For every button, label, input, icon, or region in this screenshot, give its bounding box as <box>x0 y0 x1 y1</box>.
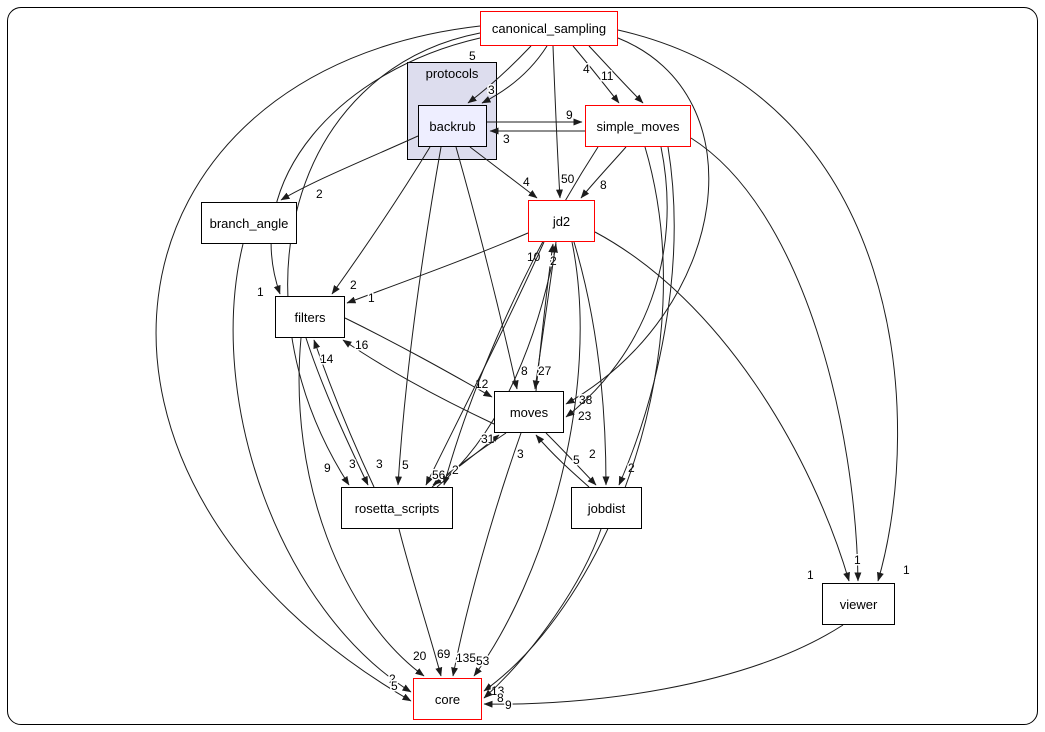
edge-filters-to-rosetta_scripts <box>305 337 369 486</box>
edge-label-jd2-to-rosetta_scripts: 5 <box>402 458 409 472</box>
edge-backrub-to-filters <box>331 146 431 295</box>
edge-moves-to-filters <box>342 339 495 425</box>
edge-simple_moves-to-rosetta_scripts <box>442 146 599 486</box>
edge-backrub-to-branch_angle <box>280 135 419 201</box>
edge-label-jd2-to-moves: 27 <box>538 364 552 378</box>
edge-viewer-to-core <box>483 624 844 708</box>
edge-label-backrub-to-jd2: 4 <box>523 175 530 189</box>
edge-canonical_sampling-to-viewer <box>617 29 899 582</box>
edge-label-simple_moves-to-core: 13 <box>491 684 505 698</box>
edge-canonical_sampling-to-moves <box>565 37 710 405</box>
node-filters[interactable]: filters <box>275 296 345 338</box>
edge-label-canonical_sampling-to-viewer: 1 <box>903 563 910 577</box>
edge-label-filters-to-moves: 12 <box>475 377 489 391</box>
edge-label-backrub-to-rosetta_scripts: 3 <box>376 457 383 471</box>
node-moves[interactable]: moves <box>494 391 564 433</box>
edge-label-moves-to-filters: 16 <box>355 338 369 352</box>
edge-simple_moves-to-jd2 <box>580 146 627 199</box>
edge-canonical_sampling-to-core <box>155 25 481 702</box>
edge-simple_moves-to-jobdist <box>618 146 675 486</box>
edge-branch_angle-to-core <box>232 243 412 693</box>
edge-label-canonical_sampling-to-backrub: 5 <box>469 49 476 63</box>
edge-label-rosetta_scripts-to-filters: 14 <box>320 352 334 366</box>
edge-label-moves-to-rosetta_scripts: 56 <box>432 468 446 482</box>
edge-label-simple_moves-to-jd2: 8 <box>600 178 607 192</box>
edge-jd2-to-core <box>473 241 581 677</box>
node-rosetta_scripts[interactable]: rosetta_scripts <box>341 487 453 529</box>
edge-canonical_sampling-to-simple_moves <box>572 45 620 104</box>
edge-simple_moves-to-viewer <box>690 137 862 582</box>
edge-backrub-to-jd2 <box>469 146 538 199</box>
edge-backrub-to-moves <box>455 146 519 390</box>
edge-moves-to-rosetta_scripts <box>432 432 507 486</box>
edge-label-filters-to-rosetta_scripts: 3 <box>349 457 356 471</box>
edge-jobdist-to-moves <box>535 434 590 488</box>
edge-jobdist-to-core <box>483 528 602 699</box>
edge-label-rosetta_scripts-to-moves: 31 <box>481 432 495 446</box>
edge-label-jd2-to-jobdist: 2 <box>589 447 596 461</box>
edge-label-jobdist-to-moves: 3 <box>517 447 524 461</box>
edge-jd2-to-moves <box>532 241 557 390</box>
node-viewer[interactable]: viewer <box>822 583 895 625</box>
edge-label-canonical_sampling-to-simple_moves: 11 <box>601 69 614 83</box>
edge-rosetta_scripts-to-filters <box>313 339 375 488</box>
edge-label-simple_moves-to-rosetta_scripts: 2 <box>452 463 459 477</box>
node-branch_angle[interactable]: branch_angle <box>201 202 297 244</box>
edge-canonical_sampling-to-backrub <box>481 45 548 104</box>
node-jd2[interactable]: jd2 <box>528 200 595 242</box>
edge-moves-to-jobdist <box>545 432 597 486</box>
edge-simple_moves-to-moves <box>565 146 668 418</box>
edge-jd2-to-jobdist <box>573 241 610 486</box>
edge-jd2-to-viewer <box>594 231 850 582</box>
edge-label-simple_moves-to-moves: 23 <box>578 409 592 423</box>
edge-label-jd2-to-core: 53 <box>476 654 490 668</box>
edge-label-canonical_sampling-to-jd2: 50 <box>561 172 575 186</box>
edge-label-viewer-to-core: 9 <box>505 698 512 712</box>
edge-label-moves-to-jd2: 10 <box>527 250 541 264</box>
edge-canonical_sampling-to-rosetta_scripts <box>287 32 481 486</box>
edge-label-canonical_sampling-to-backrub: 3 <box>488 83 495 97</box>
node-backrub[interactable]: backrub <box>418 105 487 147</box>
edge-label-backrub-to-simple_moves: 9 <box>566 108 573 122</box>
node-jobdist[interactable]: jobdist <box>571 487 642 529</box>
edge-label-canonical_sampling-to-rosetta_scripts: 9 <box>324 461 331 475</box>
edge-backrub-to-rosetta_scripts <box>395 146 442 486</box>
edge-label-canonical_sampling-to-core: 5 <box>391 679 398 693</box>
edge-filters-to-core <box>298 337 425 677</box>
edge-rosetta_scripts-to-core <box>398 528 443 677</box>
edge-label-jd2-to-filters: 1 <box>368 291 375 305</box>
edge-label-canonical_sampling-to-filters: 1 <box>257 285 264 299</box>
edge-label-backrub-to-filters: 2 <box>350 278 357 292</box>
edge-moves-to-jd2 <box>535 243 556 392</box>
edge-label-jd2-to-viewer: 1 <box>807 568 814 582</box>
edge-canonical_sampling-to-backrub <box>467 45 532 104</box>
edge-filters-to-moves <box>344 317 493 398</box>
protocols-cluster-label: protocols <box>425 66 479 81</box>
edge-label-simple_moves-to-backrub: 3 <box>503 132 510 146</box>
edge-canonical_sampling-to-filters <box>270 37 481 295</box>
edge-canonical_sampling-to-simple_moves <box>588 45 644 104</box>
edge-label-jobdist-to-core: 8 <box>497 691 504 705</box>
node-core[interactable]: core <box>413 678 482 720</box>
node-simple_moves[interactable]: simple_moves <box>585 105 691 147</box>
edge-label-canonical_sampling-to-simple_moves: 4 <box>583 62 590 76</box>
edge-label-backrub-to-branch_angle: 2 <box>316 187 323 201</box>
edge-label-filters-to-core: 20 <box>413 649 427 663</box>
edge-moves-to-core <box>451 432 522 677</box>
edge-label-simple_moves-to-viewer: 1 <box>854 553 861 567</box>
edge-jd2-to-filters <box>346 232 529 304</box>
edge-label-rosetta_scripts-to-core: 69 <box>437 647 451 661</box>
edge-label-backrub-to-moves: 8 <box>521 364 528 378</box>
edge-label-branch_angle-to-core: 2 <box>389 672 396 686</box>
edge-label-moves-to-core: 135 <box>456 651 476 665</box>
edge-label-moves-to-jobdist: 5 <box>573 453 580 467</box>
node-canonical_sampling[interactable]: canonical_sampling <box>480 11 618 46</box>
edge-canonical_sampling-to-jd2 <box>552 45 563 199</box>
